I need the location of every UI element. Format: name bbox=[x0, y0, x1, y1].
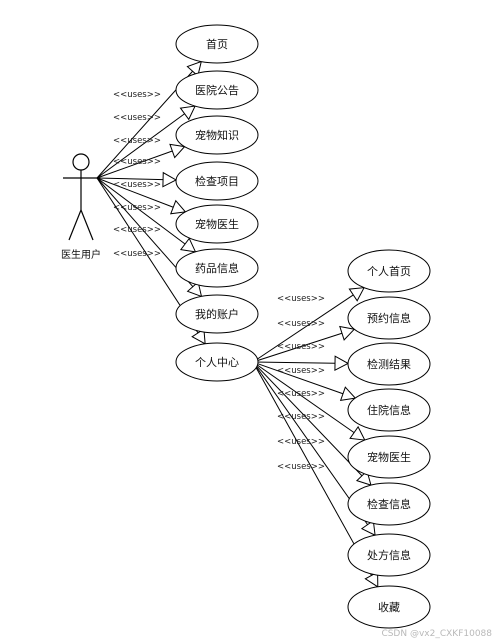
sub-use-case-6-label: 处方信息 bbox=[367, 548, 411, 562]
sub-use-case-5-label: 检查信息 bbox=[367, 497, 411, 511]
primary-1-uses-label: <<uses>> bbox=[113, 113, 161, 123]
sub-3-edge bbox=[252, 361, 344, 395]
sub-use-case-7-ellipse bbox=[347, 585, 431, 629]
sub-use-case-4-ellipse bbox=[347, 435, 431, 479]
sub-use-case-3-ellipse bbox=[347, 388, 431, 432]
use-case-7-ellipse bbox=[175, 342, 259, 382]
use-case-0-ellipse bbox=[175, 24, 259, 64]
watermark: CSDN @vx2_CXKF10088 bbox=[381, 629, 492, 639]
sub-4-uses-label: <<uses>> bbox=[277, 389, 325, 399]
actor-head-icon bbox=[72, 153, 90, 171]
sub-use-case-1-label: 预约信息 bbox=[367, 311, 411, 325]
primary-1-arrowhead-icon bbox=[179, 105, 196, 121]
primary-1-edge bbox=[96, 113, 185, 179]
sub-use-case-6-ellipse bbox=[347, 533, 431, 577]
primary-0-arrowhead-icon bbox=[186, 60, 202, 77]
actor-left-leg bbox=[68, 209, 82, 241]
sub-7-uses-label: <<uses>> bbox=[277, 462, 325, 472]
sub-6-arrowhead-icon bbox=[360, 519, 376, 537]
sub-1-uses-label: <<uses>> bbox=[277, 319, 325, 329]
sub-2-edge bbox=[252, 361, 336, 364]
sub-4-arrowhead-icon bbox=[349, 425, 366, 441]
sub-use-case-5-ellipse bbox=[347, 482, 431, 526]
use-case-2-label: 宠物知识 bbox=[195, 128, 239, 142]
sub-0-arrowhead-icon bbox=[348, 287, 365, 302]
primary-7-arrowhead-icon bbox=[191, 328, 206, 345]
use-case-1-label: 医院公告 bbox=[195, 83, 239, 97]
primary-3-uses-label: <<uses>> bbox=[113, 157, 161, 167]
primary-3-arrowhead-icon bbox=[162, 171, 178, 188]
sub-5-uses-label: <<uses>> bbox=[277, 412, 325, 422]
sub-3-uses-label: <<uses>> bbox=[277, 366, 325, 376]
sub-use-case-0-ellipse bbox=[347, 249, 431, 293]
sub-6-uses-label: <<uses>> bbox=[277, 437, 325, 447]
primary-2-uses-label: <<uses>> bbox=[113, 136, 161, 146]
use-case-3-label: 检查项目 bbox=[195, 174, 239, 188]
sub-2-arrowhead-icon bbox=[334, 355, 350, 372]
primary-5-arrowhead-icon bbox=[179, 237, 197, 253]
actor-right-leg bbox=[80, 209, 94, 241]
primary-0-uses-label: <<uses>> bbox=[113, 90, 161, 100]
use-case-6-ellipse bbox=[175, 294, 259, 334]
actor-edges: <<uses>> <<uses>> <<uses>> <<uses>> <<uses>>… bbox=[96, 60, 206, 345]
sub-use-case-2-label: 检测结果 bbox=[367, 357, 411, 371]
personal-center-edges: <<uses>> <<uses>> <<uses>> <<uses>> <<uses>>… bbox=[252, 287, 379, 588]
actor-figure bbox=[63, 153, 99, 241]
use-case-1-ellipse bbox=[175, 70, 259, 110]
primary-3-edge bbox=[96, 177, 164, 181]
sub-5-edge bbox=[252, 361, 363, 477]
use-case-3-ellipse bbox=[175, 161, 259, 201]
use-case-0-label: 首页 bbox=[206, 37, 228, 51]
sub-1-arrowhead-icon bbox=[339, 325, 356, 341]
primary-4-arrowhead-icon bbox=[169, 199, 187, 215]
use-case-5-ellipse bbox=[175, 248, 259, 288]
primary-4-uses-label: <<uses>> bbox=[113, 180, 161, 190]
sub-use-case-1-ellipse bbox=[347, 296, 431, 340]
sub-4-edge bbox=[252, 361, 355, 434]
primary-5-edge bbox=[96, 177, 186, 245]
sub-use-case-7-label: 收藏 bbox=[378, 600, 400, 614]
use-case-4-ellipse bbox=[175, 204, 259, 244]
primary-6-uses-label: <<uses>> bbox=[113, 225, 161, 235]
primary-6-arrowhead-icon bbox=[186, 281, 203, 298]
sub-2-uses-label: <<uses>> bbox=[277, 342, 325, 352]
use-case-2-ellipse bbox=[175, 115, 259, 155]
sub-use-case-2-ellipse bbox=[347, 342, 431, 386]
sub-0-uses-label: <<uses>> bbox=[277, 294, 325, 304]
primary-5-uses-label: <<uses>> bbox=[113, 203, 161, 213]
sub-6-edge bbox=[252, 361, 369, 525]
primary-2-edge bbox=[96, 150, 173, 179]
primary-7-uses-label: <<uses>> bbox=[113, 249, 161, 259]
sub-7-arrowhead-icon bbox=[364, 571, 379, 588]
sub-3-arrowhead-icon bbox=[339, 386, 357, 401]
primary-2-arrowhead-icon bbox=[169, 143, 186, 159]
actor-label: 医生用户 bbox=[61, 248, 101, 261]
sub-1-edge bbox=[252, 332, 343, 363]
use-case-6-label: 我的账户 bbox=[195, 307, 239, 321]
sub-use-case-0-label: 个人首页 bbox=[367, 264, 411, 278]
sub-use-case-3-label: 住院信息 bbox=[367, 403, 411, 417]
use-case-5-label: 药品信息 bbox=[195, 261, 239, 275]
use-case-7-label: 个人中心 bbox=[195, 356, 239, 369]
use-case-4-label: 宠物医生 bbox=[195, 217, 239, 231]
sub-7-edge bbox=[252, 361, 372, 576]
sub-0-edge bbox=[252, 294, 354, 363]
sub-use-case-4-label: 宠物医生 bbox=[367, 450, 411, 464]
primary-4-edge bbox=[96, 177, 174, 208]
